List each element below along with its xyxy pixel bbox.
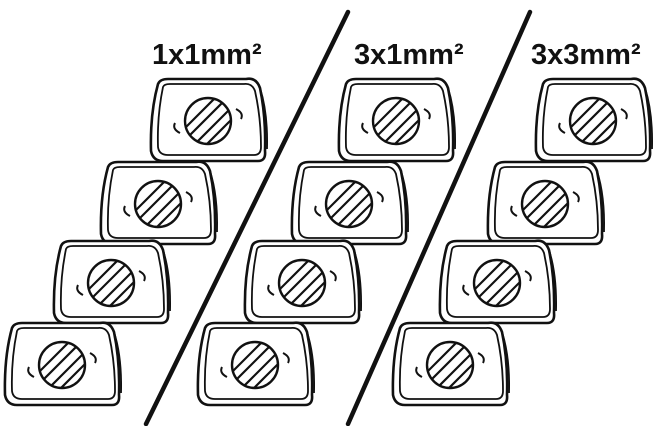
slotted-screw-socket-icon xyxy=(339,79,455,161)
slotted-screw-socket-icon xyxy=(440,241,556,323)
slotted-screw-socket-icon xyxy=(292,162,408,244)
slotted-screw-socket-icon xyxy=(101,162,217,244)
slotted-screw-socket-icon xyxy=(393,323,509,405)
slotted-screw-socket-icon xyxy=(245,241,361,323)
column-label-1x1: 1x1mm² xyxy=(152,39,262,71)
slotted-screw-socket-icon xyxy=(5,323,121,405)
divider-line-2 xyxy=(345,9,533,426)
slotted-screw-socket-icon xyxy=(536,79,652,161)
column-label-3x3: 3x3mm² xyxy=(531,39,641,71)
slotted-screw-socket-icon xyxy=(488,162,604,244)
column-label-3x1: 3x1mm² xyxy=(354,39,464,71)
divider-line-1 xyxy=(143,9,351,426)
slotted-screw-socket-icon xyxy=(54,241,170,323)
slotted-screw-socket-icon xyxy=(198,323,314,405)
slotted-screw-socket-icon xyxy=(151,79,267,161)
